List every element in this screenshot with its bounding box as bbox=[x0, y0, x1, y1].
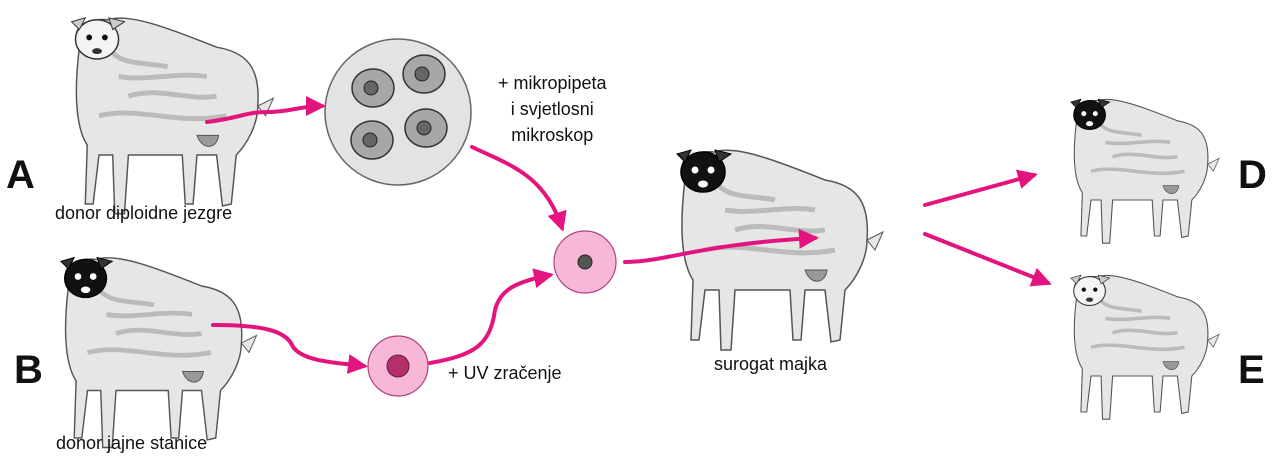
label-e: E bbox=[1238, 348, 1265, 392]
micropipette-line-3: mikroskop bbox=[511, 125, 594, 145]
sheep-icon-d bbox=[1069, 97, 1221, 245]
micropipette-line-2: i svjetlosni bbox=[510, 99, 594, 119]
caption-donor-nucleus: donor diploidne jezgre bbox=[55, 203, 233, 223]
cell-icon bbox=[351, 68, 395, 108]
label-a: A bbox=[6, 153, 35, 197]
arrow-b-to-egg bbox=[211, 323, 368, 374]
label-b: B bbox=[14, 348, 43, 392]
arrow-dish-to-cell bbox=[470, 145, 567, 232]
cell-icon bbox=[402, 54, 446, 94]
egg-cell-icon bbox=[367, 335, 429, 397]
arrow-to-d bbox=[923, 169, 1038, 207]
arrow-a-to-dish bbox=[205, 96, 326, 124]
sheep-icon-e bbox=[1069, 273, 1221, 421]
caption-donor-egg: donor jajne stanice bbox=[56, 433, 208, 453]
fused-cell-icon bbox=[553, 230, 617, 294]
arrows bbox=[205, 96, 1052, 374]
caption-micropipette: + mikropipeta i svjetlosni mikroskop bbox=[498, 70, 607, 148]
caption-uv: + UV zračenje bbox=[448, 363, 562, 383]
arrow-cell-to-surrogate bbox=[623, 228, 819, 264]
arrow-egg-to-cell bbox=[428, 268, 554, 365]
arrow-to-e bbox=[923, 232, 1052, 287]
cell-icon bbox=[350, 120, 394, 160]
micropipette-line-1: + mikropipeta bbox=[498, 73, 607, 93]
caption-surrogate: surogat majka bbox=[714, 354, 828, 374]
petri-dish-icon bbox=[324, 38, 472, 186]
cell-icon bbox=[404, 108, 448, 148]
sheep-icon-b bbox=[61, 258, 257, 448]
label-d: D bbox=[1238, 153, 1267, 197]
